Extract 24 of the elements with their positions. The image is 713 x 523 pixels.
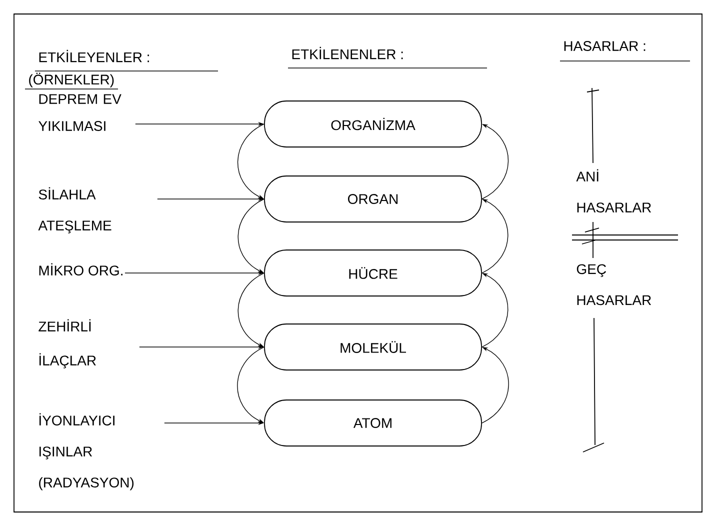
arrow (482, 273, 508, 348)
arrow (237, 124, 264, 199)
level-box: MOLEKÜL (264, 324, 482, 370)
heading: ETKİLENENLER : (288, 46, 488, 68)
heading: ETKİLEYENLER : (34, 50, 218, 72)
arrow (482, 124, 509, 200)
cause-text: İYONLAYICI IŞINLAR (RADYASYON) (39, 413, 134, 490)
arrow (482, 347, 509, 424)
range-label: ANİ HASARLAR (576, 169, 652, 212)
cause-text: SİLAHLA ATEŞLEME (38, 187, 112, 234)
level-box: ATOM (264, 400, 482, 446)
level-box: ORGAN (264, 176, 482, 222)
arrow (238, 198, 264, 273)
level-box: ORGANİZMA (264, 100, 482, 148)
cause-text: MİKRO ORG. (39, 263, 122, 276)
heading: HASARLAR : (560, 41, 690, 62)
level-box: HÜCRE (264, 250, 482, 296)
arrow (482, 199, 508, 274)
arrow (237, 346, 264, 423)
cause-text: DEPREM EV YIKILMASI (38, 94, 122, 131)
range-label: GEÇ HASARLAR (576, 264, 652, 306)
cause-text: ZEHİRLİ İLAÇLAR (38, 319, 96, 368)
note: (ÖRNEKLER) (24, 72, 118, 90)
arrow (238, 272, 264, 347)
